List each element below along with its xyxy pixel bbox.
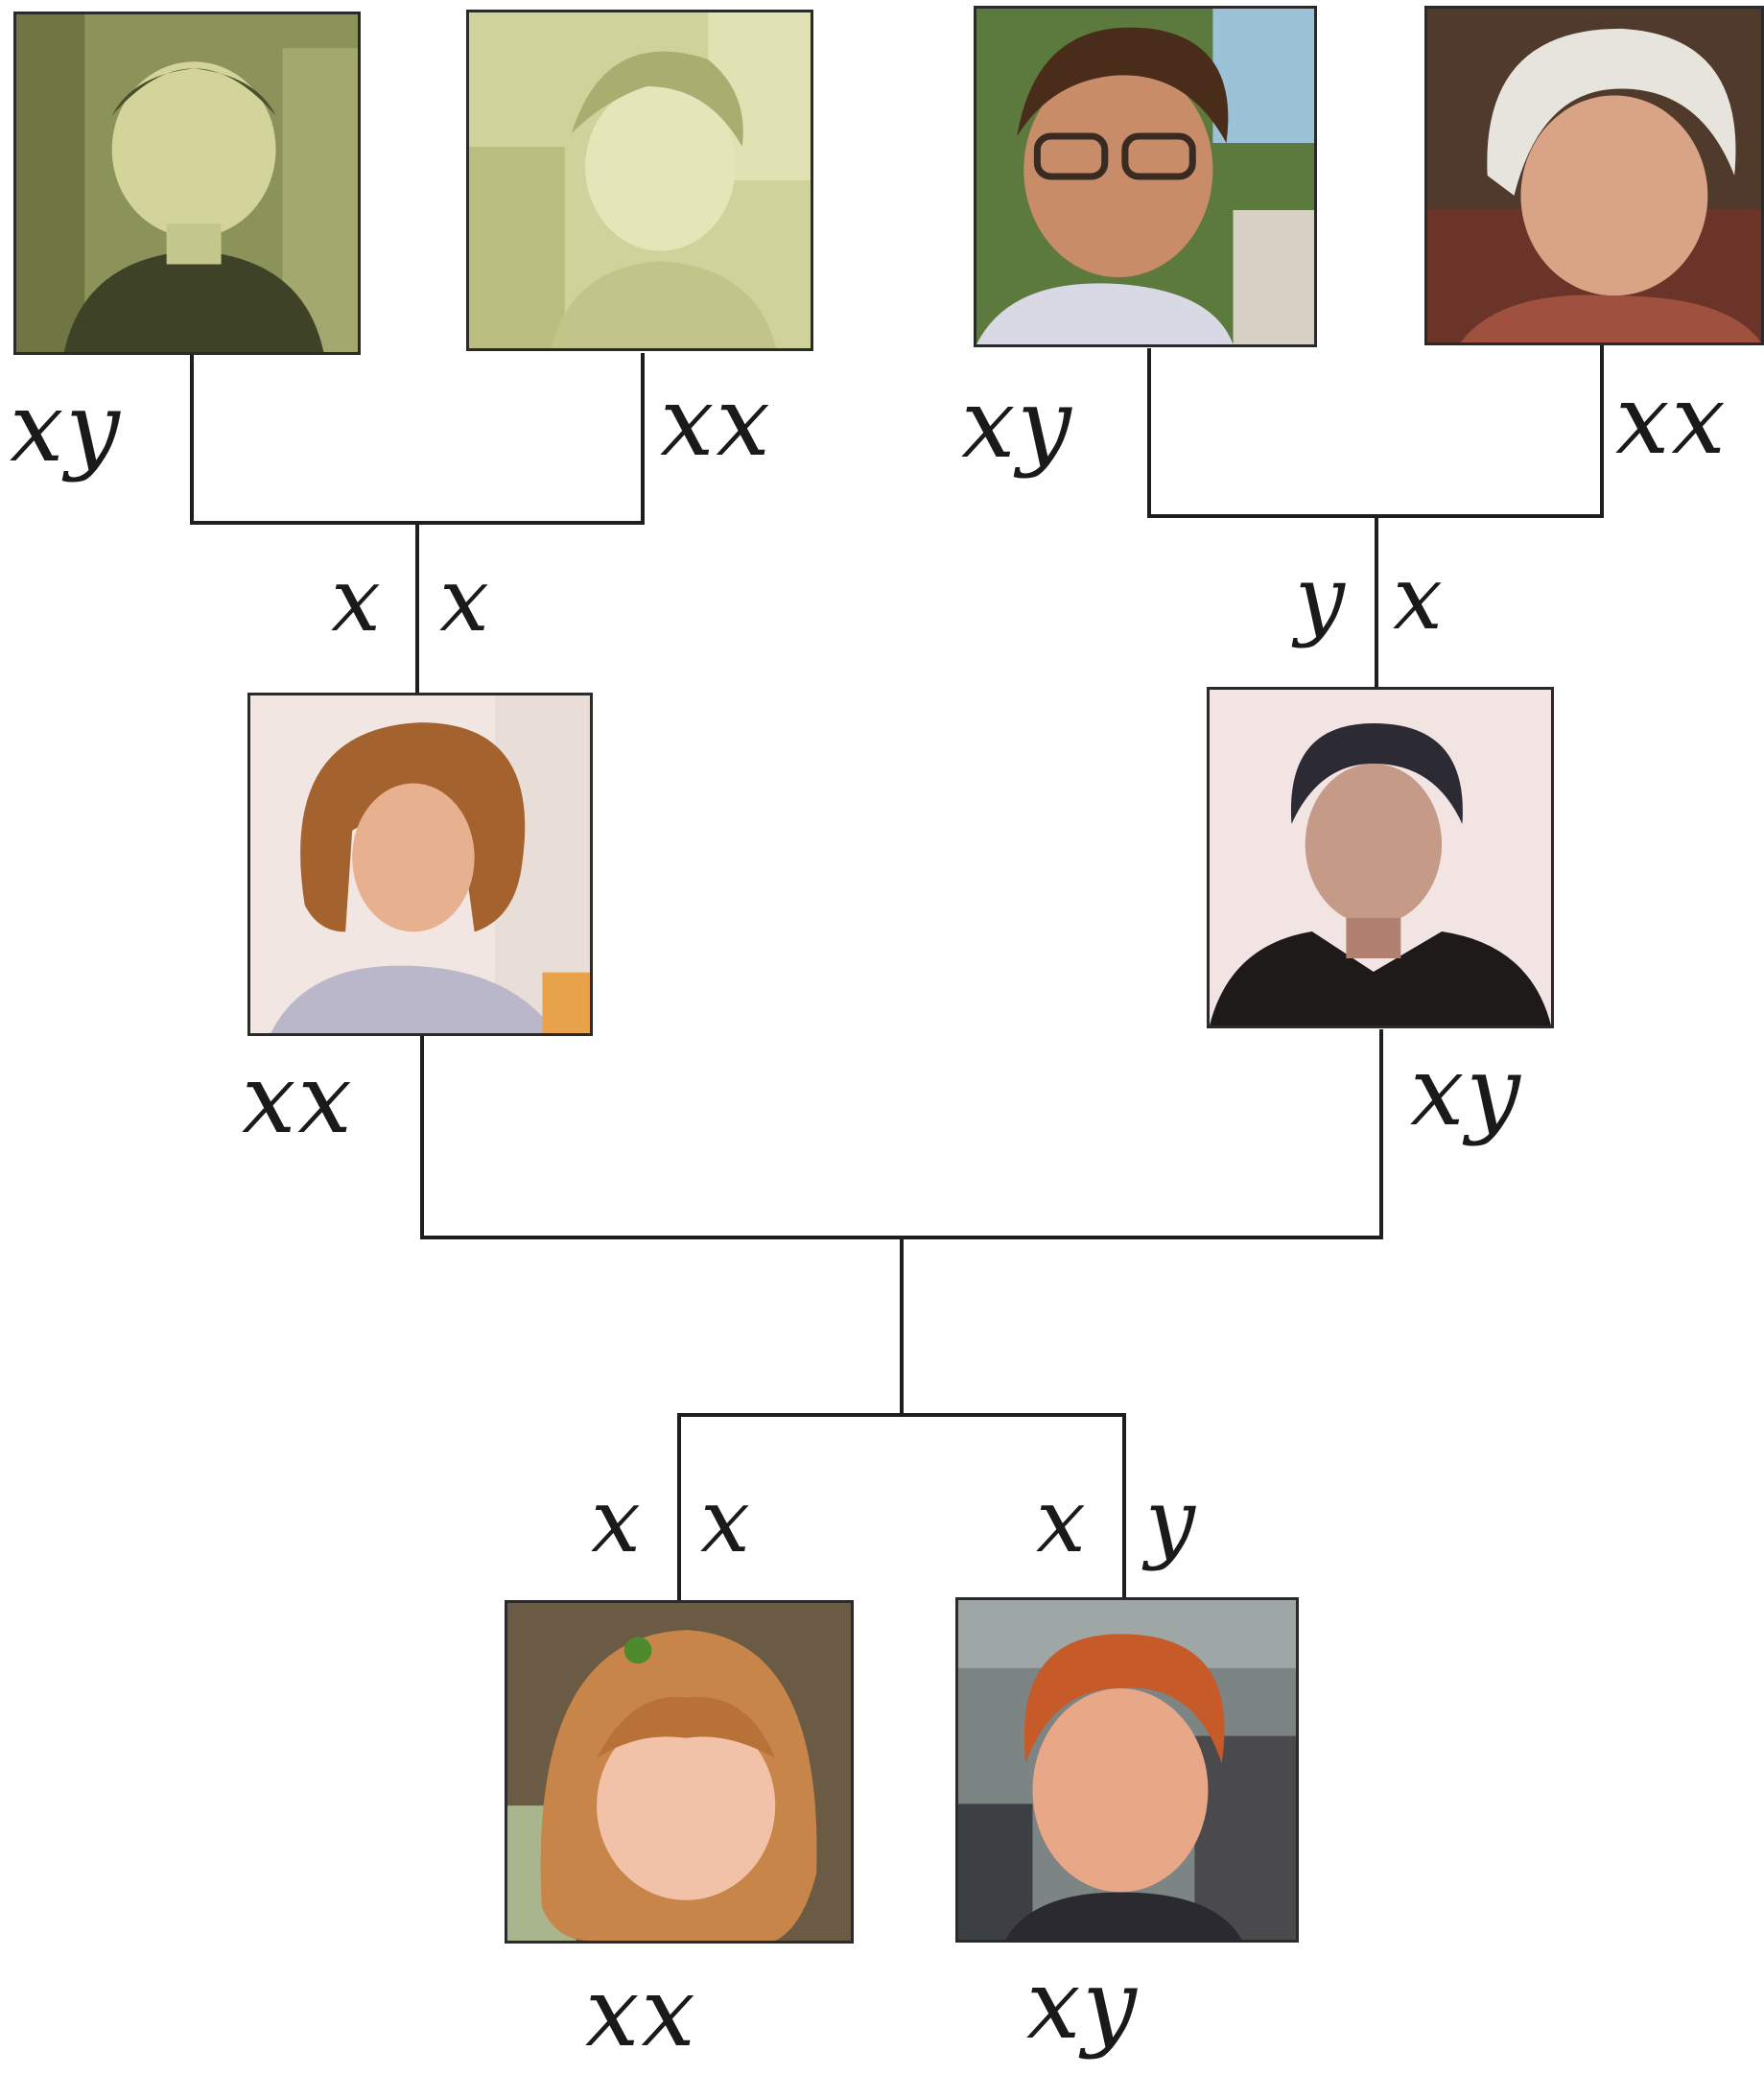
mother-inherited-from-mother-label: x [439,556,489,645]
daughter-chromosome-label: xx [585,1965,697,2061]
maternal-grandfather-photo [13,12,361,355]
paternal-grandfather-chromosome-label: xy [961,376,1073,472]
son-inherited-from-mother-label: x [1036,1477,1086,1566]
daughter-inherited-from-mother-label: x [591,1477,641,1566]
man-photo-icon [1210,690,1551,1025]
father-inherited-from-father-label: y [1295,554,1345,643]
white-haired-woman-photo-icon [1427,9,1761,342]
paternal-grandparents-connector [1149,345,1602,516]
man-photo-sepia-icon [16,14,358,352]
man-with-glasses-photo-icon [976,9,1314,344]
father-inherited-from-mother-label: x [1393,554,1443,643]
maternal-grandmother-photo [466,10,813,351]
woman-photo-sepia-icon [469,12,811,348]
son-photo [955,1597,1299,1943]
woman-photo-icon [250,695,590,1033]
mother-inherited-from-father-label: x [331,556,381,645]
girl-photo-icon [507,1603,851,1941]
son-chromosome-label: xy [1026,1957,1139,2053]
maternal-grandparents-connector [192,355,643,523]
boy-photo-icon [958,1600,1296,1940]
mother-photo [247,693,593,1036]
paternal-grandfather-photo [974,6,1317,347]
father-chromosome-label: xy [1410,1044,1522,1140]
parents-connector [422,1031,1381,1237]
daughter-photo [505,1600,854,1944]
paternal-grandmother-photo [1424,6,1764,345]
daughter-inherited-from-father-label: x [700,1477,750,1566]
maternal-grandfather-chromosome-label: xy [10,380,122,476]
paternal-grandmother-chromosome-label: xx [1615,372,1728,468]
father-photo [1207,687,1554,1028]
son-inherited-from-father-label: y [1145,1477,1195,1566]
mother-chromosome-label: xx [242,1051,354,1147]
maternal-grandmother-chromosome-label: xx [660,374,772,470]
